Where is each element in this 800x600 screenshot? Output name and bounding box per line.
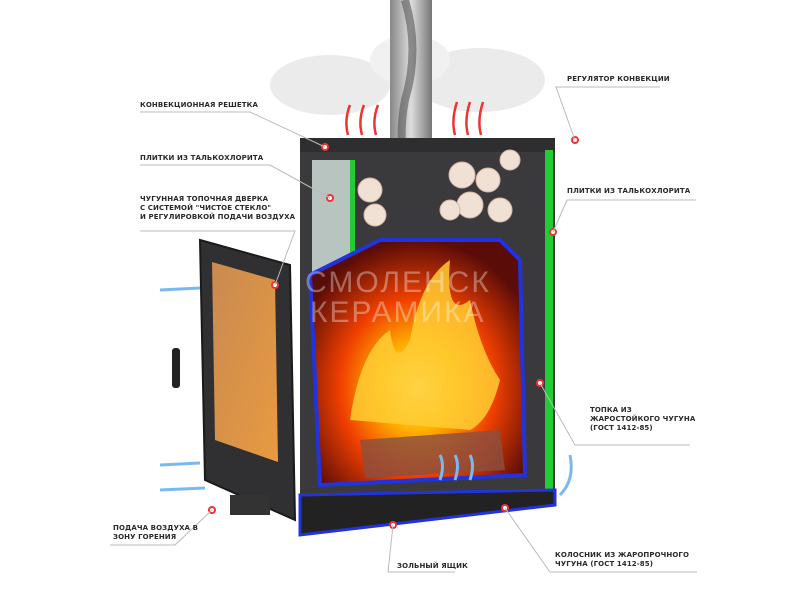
label-firebox-line: (ГОСТ 1412-85) — [590, 424, 653, 432]
flames — [350, 260, 500, 430]
convection-grate — [300, 138, 555, 152]
watermark-line1: СМОЛЕНСК — [305, 266, 491, 299]
label-air-supply-line: ПОДАЧА ВОЗДУХА В — [113, 524, 199, 532]
door-glass — [212, 262, 278, 462]
ash-box — [298, 488, 557, 537]
talc-tile-right — [545, 150, 553, 490]
label-convection-grate: КОНВЕКЦИОННАЯ РЕШЕТКА — [140, 101, 258, 109]
label-convection-regulator: РЕГУЛЯТОР КОНВЕКЦИИ — [567, 75, 670, 83]
air-damper — [230, 495, 270, 515]
label-door-line: С СИСТЕМОЙ "ЧИСТОЕ СТЕКЛО" — [140, 204, 272, 212]
talc-tile-left-edge — [350, 160, 355, 280]
label-grate-line: ЧУГУНА (ГОСТ 1412-85) — [555, 560, 654, 568]
label-grate-line: КОЛОСНИК ИЗ ЖАРОПРОЧНОГО — [555, 551, 690, 559]
label-door-line: И РЕГУЛИРОВКОЙ ПОДАЧИ ВОЗДУХА — [140, 213, 296, 221]
watermark: СМОЛЕНСК КЕРАМИКА — [305, 268, 491, 328]
sauna-stones — [357, 149, 521, 227]
label-ash-box: ЗОЛЬНЫЙ ЯЩИК — [397, 562, 468, 570]
label-firebox: ТОПКА ИЗ ЖАРОСТОЙКОГО ЧУГУНА (ГОСТ 1412-… — [590, 406, 695, 433]
label-firebox-line: ЖАРОСТОЙКОГО ЧУГУНА — [590, 415, 696, 423]
air-flow-arrows — [159, 286, 573, 497]
label-talc-tiles-right: ПЛИТКИ ИЗ ТАЛЬКОХЛОРИТА — [567, 187, 691, 195]
heat-arrows — [345, 101, 485, 136]
door-handle-icon — [172, 348, 180, 388]
leader-lines — [110, 86, 697, 573]
label-grate: КОЛОСНИК ИЗ ЖАРОПРОЧНОГО ЧУГУНА (ГОСТ 14… — [555, 551, 689, 569]
watermark-line2: КЕРАМИКА — [310, 296, 486, 329]
label-door-line: ЧУГУННАЯ ТОПОЧНАЯ ДВЕРКА — [140, 195, 269, 203]
label-air-supply-line: ЗОНУ ГОРЕНИЯ — [113, 533, 177, 541]
label-firebox-line: ТОПКА ИЗ — [590, 406, 632, 414]
label-talc-tiles-left: ПЛИТКИ ИЗ ТАЛЬКОХЛОРИТА — [140, 154, 264, 162]
label-air-supply: ПОДАЧА ВОЗДУХА В ЗОНУ ГОРЕНИЯ — [113, 524, 198, 542]
logs — [360, 430, 505, 478]
label-firebox-door: ЧУГУННАЯ ТОПОЧНАЯ ДВЕРКА С СИСТЕМОЙ "ЧИС… — [140, 195, 295, 222]
